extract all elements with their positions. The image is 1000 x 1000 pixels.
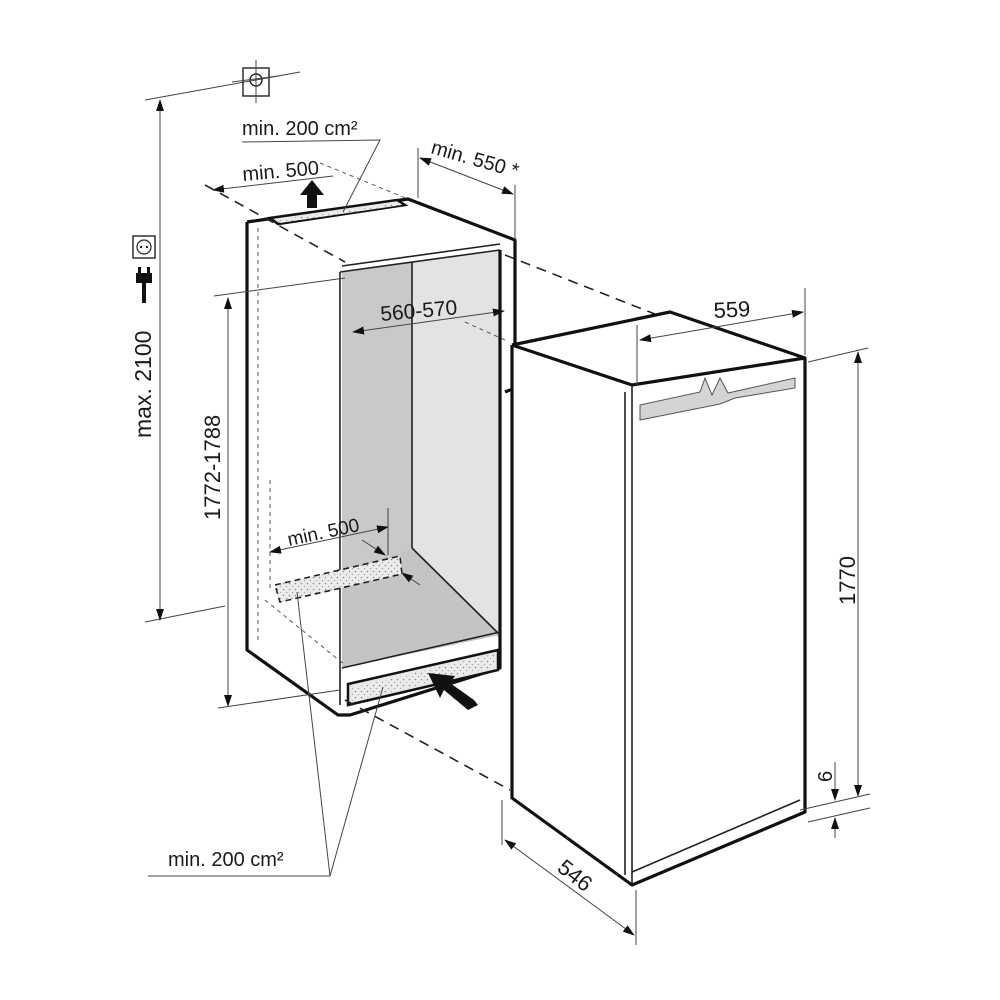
- dim-top-vent: min. 200 cm² min. 500: [212, 118, 381, 213]
- niche-outline: [245, 222, 502, 717]
- niche-cabinet: [204, 162, 666, 791]
- dim-appliance-height: 1770: [799, 347, 871, 811]
- floor-vent-opening: [273, 555, 403, 603]
- power-plug-icon: [136, 267, 152, 303]
- fridge-top-vent: [639, 376, 796, 421]
- label-niche-depth: min. 550 *: [429, 137, 522, 183]
- dim-bottom-vent: min. 200 cm²: [148, 591, 384, 877]
- dim-niche-height: 1772-1788: [200, 277, 346, 709]
- dim-appliance-width: 559: [636, 288, 806, 385]
- dim-base-offset: 6: [807, 762, 871, 838]
- airflow-up-arrow: [300, 180, 324, 208]
- dim-total-height: max. 2100: [130, 71, 301, 623]
- airflow-intake-arrow: [428, 673, 478, 710]
- power-symbols: [132, 235, 156, 303]
- label-base-offset: 6: [815, 771, 837, 782]
- appliance-fridge: [510, 310, 807, 887]
- ceiling-mount-symbol-icon: [231, 60, 279, 103]
- dim-niche-depth: min. 550 *: [417, 137, 522, 240]
- label-top-vent-area: min. 200 cm²: [242, 118, 358, 140]
- niche-interior-side: [412, 250, 500, 640]
- label-appliance-depth: 546: [553, 854, 597, 896]
- label-appliance-width: 559: [713, 296, 751, 323]
- label-appliance-height: 1770: [835, 556, 860, 605]
- niche-interior-back-left: [342, 262, 412, 575]
- label-bottom-vent-area: min. 200 cm²: [168, 849, 284, 871]
- power-socket-icon: [132, 235, 156, 259]
- label-max-height: max. 2100: [130, 331, 156, 438]
- label-niche-height: 1772-1788: [200, 415, 225, 520]
